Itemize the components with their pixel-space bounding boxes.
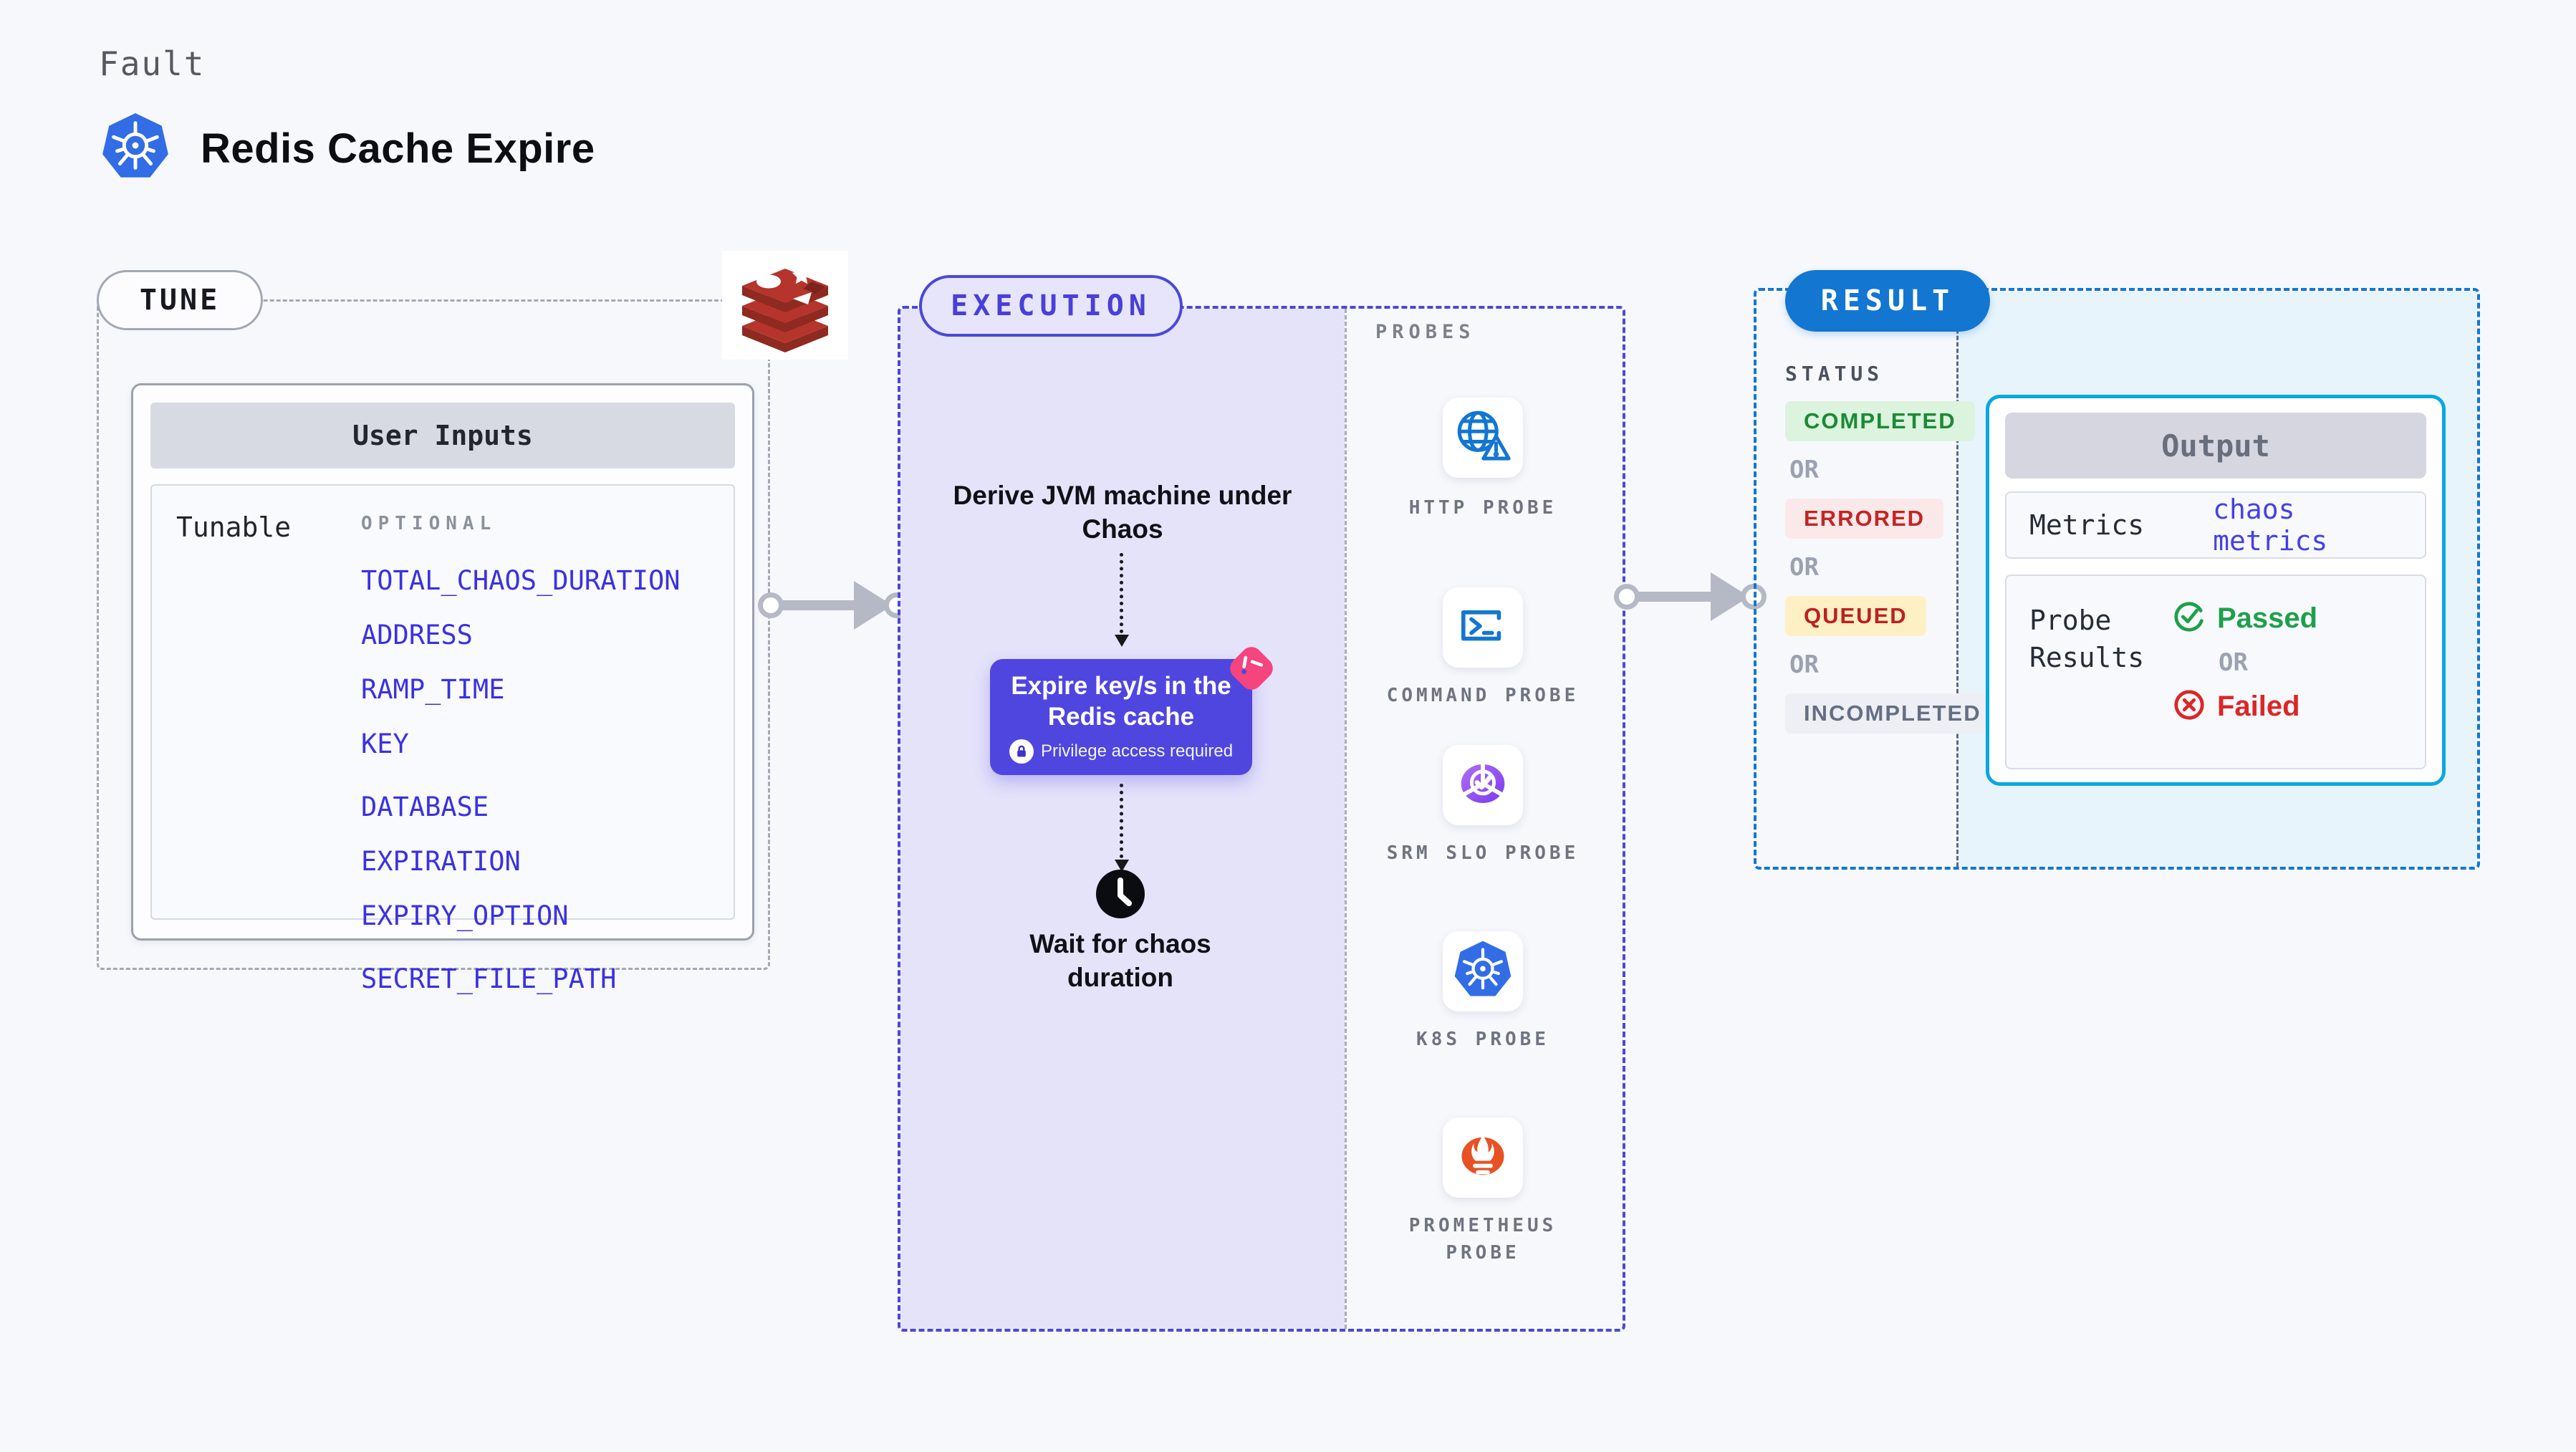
k8s-probe-label: K8S PROBE — [1416, 1029, 1549, 1050]
prometheus-icon — [1453, 1127, 1512, 1189]
fault-action-card: Expire key/s in the Redis cache Privileg… — [990, 659, 1252, 775]
failed-result-label: Failed — [2217, 691, 2300, 722]
lock-icon — [1009, 739, 1034, 764]
execution-to-result-arrow — [1614, 572, 1767, 622]
user-inputs-title: User Inputs — [150, 403, 735, 468]
status-list: COMPLETED OR ERRORED OR QUEUED OR INCOMP… — [1785, 401, 2000, 734]
kubernetes-icon — [1453, 940, 1513, 1004]
tunable-inputs-list: DATABASE EXPIRATION EXPIRY_OPTION — [361, 779, 681, 943]
tune-to-execution-arrow — [758, 580, 910, 630]
probe-results-label: Probe Results — [2029, 605, 2145, 673]
probe-results-row: Probe Results Passed OR — [2005, 574, 2426, 769]
slo-donut-icon — [1453, 754, 1512, 817]
probes-divider-line — [1345, 309, 1347, 1329]
command-probe-card — [1443, 587, 1523, 668]
prometheus-probe-card — [1443, 1117, 1523, 1198]
prometheus-probe-label: PROMETHEUS PROBE — [1408, 1215, 1557, 1264]
execution-section-pill: EXECUTION — [919, 275, 1183, 337]
output-title: Output — [2005, 413, 2426, 479]
check-circle-icon — [2173, 600, 2206, 637]
privilege-note: Privilege access required — [1040, 741, 1234, 761]
kubernetes-icon — [100, 112, 170, 182]
chaos-badge-icon — [1225, 642, 1278, 695]
input-link-ramp-time[interactable]: RAMP_TIME — [361, 673, 505, 705]
input-link-expiration[interactable]: EXPIRATION — [361, 845, 521, 877]
status-column-label: STATUS — [1785, 362, 1884, 385]
tunable-inputs-list: SECRET_FILE_PATH — [361, 951, 681, 1006]
input-link-secret-file-path[interactable]: SECRET_FILE_PATH — [361, 963, 617, 994]
arrow-down-icon — [1115, 860, 1129, 872]
redis-icon — [722, 251, 848, 360]
flow-connector — [1120, 553, 1123, 633]
passed-result-label: Passed — [2217, 602, 2318, 634]
x-circle-icon — [2173, 688, 2206, 725]
or-separator: OR — [1789, 650, 1819, 679]
input-link-expiry-option[interactable]: EXPIRY_OPTION — [361, 900, 569, 931]
clock-icon — [1095, 868, 1146, 920]
user-inputs-body: Tunable OPTIONAL TOTAL_CHAOS_DURATION AD… — [150, 484, 735, 994]
globe-warning-icon — [1453, 406, 1513, 470]
result-section-pill: RESULT — [1785, 270, 1990, 332]
or-separator: OR — [1789, 456, 1819, 484]
probes-column-label: PROBES — [1375, 321, 1476, 343]
input-link-total-chaos-duration[interactable]: TOTAL_CHAOS_DURATION — [361, 564, 681, 596]
input-link-address[interactable]: ADDRESS — [361, 619, 473, 650]
status-badge-incompleted: INCOMPLETED — [1785, 693, 2000, 734]
or-separator: OR — [2219, 648, 2248, 677]
terminal-icon — [1454, 597, 1512, 658]
page-title: Redis Cache Expire — [201, 125, 595, 172]
flow-connector — [1120, 784, 1123, 858]
arrow-down-icon — [1115, 635, 1129, 647]
metrics-value-link[interactable]: chaos metrics — [2213, 494, 2328, 557]
metrics-label: Metrics — [2029, 509, 2145, 541]
k8s-probe-card — [1443, 931, 1523, 1011]
input-link-key[interactable]: KEY — [361, 728, 409, 759]
status-badge-errored: ERRORED — [1785, 499, 1944, 539]
or-separator: OR — [1789, 553, 1819, 582]
http-probe-label: HTTP PROBE — [1408, 497, 1557, 519]
metrics-row: Metrics chaos metrics — [2005, 491, 2426, 559]
tune-section-pill: TUNE — [97, 270, 263, 330]
http-probe-card — [1443, 398, 1523, 478]
optional-group-label: OPTIONAL — [361, 513, 497, 534]
execution-section-box — [898, 306, 1625, 1332]
srm-slo-probe-card — [1443, 745, 1523, 825]
user-inputs-card: User Inputs Tunable OPTIONAL TOTAL_CHAOS… — [131, 383, 754, 994]
status-badge-completed: COMPLETED — [1785, 401, 1975, 441]
derive-step-text: Derive JVM machine under Chaos — [953, 481, 1292, 544]
fault-kind-label: Fault — [99, 44, 206, 83]
result-section-box — [1754, 288, 2480, 870]
tunable-row-label: Tunable — [176, 511, 292, 543]
fault-action-title: Expire key/s in the Redis cache — [1011, 672, 1231, 731]
command-probe-label: COMMAND PROBE — [1386, 685, 1580, 706]
tune-section-box — [97, 299, 770, 970]
output-card: Output Metrics chaos metrics Probe Resul… — [1986, 395, 2446, 786]
tunable-inputs-list: TOTAL_CHAOS_DURATION ADDRESS RAMP_TIME K… — [361, 553, 681, 771]
input-link-database[interactable]: DATABASE — [361, 791, 489, 822]
srm-slo-probe-label: SRM SLO PROBE — [1386, 842, 1580, 864]
status-badge-queued: QUEUED — [1785, 596, 1926, 636]
wait-step-text: Wait for chaos duration — [1029, 929, 1211, 992]
